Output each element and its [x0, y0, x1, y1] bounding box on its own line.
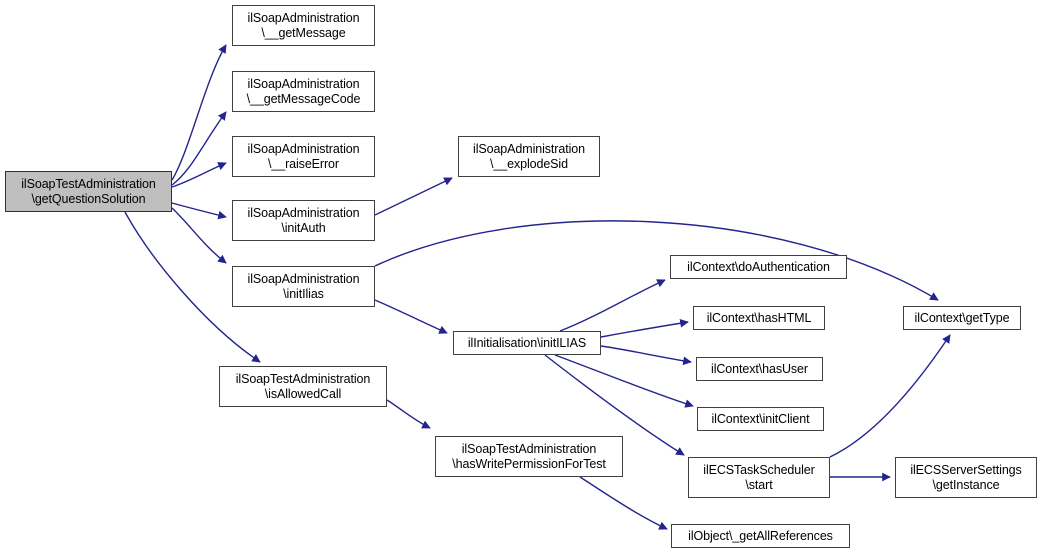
edge-initIlias-to-getType [374, 220, 939, 301]
node-getAllReferences[interactable]: ilObject\_getAllReferences [671, 524, 850, 548]
node-getType[interactable]: ilContext\getType [903, 306, 1021, 330]
node-label-initIlias: ilSoapAdministration \initIlias [247, 271, 360, 301]
edge-root-to-getMessage [171, 44, 227, 181]
edge-isAllowedCall-to-hasWritePermissionForTest [386, 399, 431, 429]
edge-initILIAS-to-taskScheduler [544, 354, 685, 456]
node-label-hasWritePermissionForTest: ilSoapTestAdministration \hasWritePermis… [452, 441, 606, 471]
node-isAllowedCall[interactable]: ilSoapTestAdministration \isAllowedCall [219, 366, 387, 407]
node-explodeSid[interactable]: ilSoapAdministration \__explodeSid [458, 136, 600, 177]
node-label-getMessage: ilSoapAdministration \__getMessage [247, 10, 360, 40]
node-serverSettings[interactable]: ilECSServerSettings \getInstance [895, 457, 1037, 498]
node-initAuth[interactable]: ilSoapAdministration \initAuth [232, 200, 375, 241]
edge-root-to-initAuth [171, 202, 227, 220]
node-label-initClient: ilContext\initClient [711, 411, 810, 426]
edge-initAuth-to-explodeSid [374, 177, 453, 216]
edge-initILIAS-to-hasHTML [600, 318, 689, 338]
node-initIlias[interactable]: ilSoapAdministration \initIlias [232, 266, 375, 307]
node-label-getAllReferences: ilObject\_getAllReferences [688, 528, 833, 543]
node-label-raiseError: ilSoapAdministration \__raiseError [247, 141, 360, 171]
edge-root-to-isAllowedCall [124, 211, 261, 363]
edge-root-to-getMessageCode [171, 111, 227, 186]
edge-initIlias-to-initILIAS [374, 299, 448, 334]
edge-root-to-initIlias [171, 207, 227, 264]
edge-initILIAS-to-doAuthentication [559, 279, 666, 332]
node-label-initAuth: ilSoapAdministration \initAuth [247, 205, 360, 235]
edge-taskScheduler-to-getType [829, 334, 951, 458]
node-root[interactable]: ilSoapTestAdministration \getQuestionSol… [5, 171, 172, 212]
node-hasHTML[interactable]: ilContext\hasHTML [693, 306, 825, 330]
node-getMessageCode[interactable]: ilSoapAdministration \__getMessageCode [232, 71, 375, 112]
edge-group [124, 44, 951, 530]
node-label-root: ilSoapTestAdministration \getQuestionSol… [21, 176, 156, 206]
node-getMessage[interactable]: ilSoapAdministration \__getMessage [232, 5, 375, 46]
node-label-hasHTML: ilContext\hasHTML [706, 310, 812, 325]
node-label-getMessageCode: ilSoapAdministration \__getMessageCode [246, 76, 361, 106]
edge-initILIAS-to-hasUser [600, 345, 692, 366]
node-initClient[interactable]: ilContext\initClient [697, 407, 824, 431]
node-label-serverSettings: ilECSServerSettings \getInstance [910, 462, 1022, 492]
node-hasUser[interactable]: ilContext\hasUser [696, 357, 823, 381]
edge-hasWritePermissionForTest-to-getAllReferences [579, 476, 668, 530]
node-initILIAS[interactable]: ilInitialisation\initILIAS [453, 331, 601, 355]
edge-initILIAS-to-initClient [554, 354, 694, 408]
node-label-taskScheduler: ilECSTaskScheduler \start [703, 462, 815, 492]
node-raiseError[interactable]: ilSoapAdministration \__raiseError [232, 136, 375, 177]
node-doAuthentication[interactable]: ilContext\doAuthentication [670, 255, 847, 279]
node-label-getType: ilContext\getType [914, 310, 1010, 325]
node-label-explodeSid: ilSoapAdministration \__explodeSid [473, 141, 585, 171]
node-label-initILIAS: ilInitialisation\initILIAS [467, 335, 587, 350]
node-taskScheduler[interactable]: ilECSTaskScheduler \start [688, 457, 830, 498]
node-label-hasUser: ilContext\hasUser [711, 361, 808, 376]
node-hasWritePermissionForTest[interactable]: ilSoapTestAdministration \hasWritePermis… [435, 436, 623, 477]
node-label-isAllowedCall: ilSoapTestAdministration \isAllowedCall [235, 371, 371, 401]
edge-root-to-raiseError [171, 162, 227, 188]
node-label-doAuthentication: ilContext\doAuthentication [687, 259, 830, 274]
